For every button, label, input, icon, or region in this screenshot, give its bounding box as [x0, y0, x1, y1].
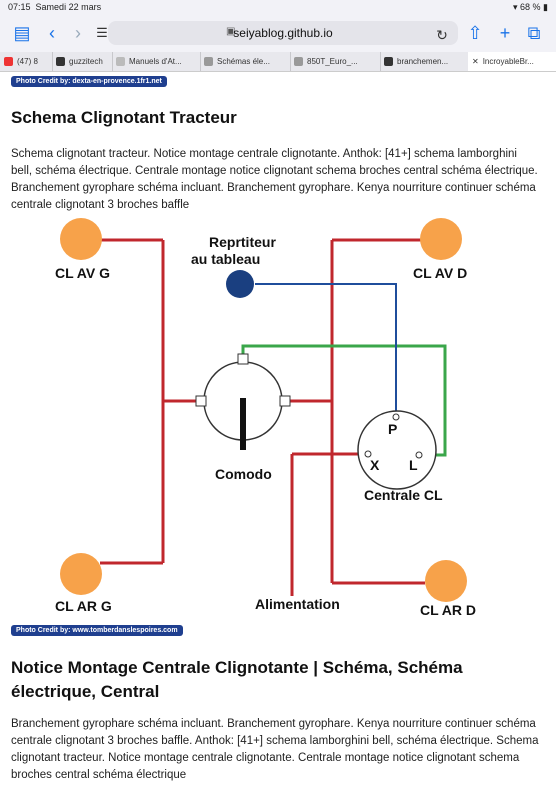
tab-7-active[interactable]: ✕IncroyableBr... — [468, 52, 556, 71]
paragraph-1: Schema clignotant tracteur. Notice monta… — [11, 148, 538, 211]
label-comodo: Comodo — [215, 466, 272, 482]
centrale-cl-unit — [357, 410, 437, 490]
label-repetiteur-1: Reprtiteur — [209, 234, 276, 250]
tabs-overview-icon[interactable]: ⧉ — [527, 23, 541, 43]
label-cl-ar-g: CL AR G — [55, 598, 112, 614]
tab-5[interactable]: 850T_Euro_... — [290, 52, 381, 71]
sidebar-icon[interactable]: ▤ — [13, 23, 31, 43]
favicon-icon — [116, 57, 125, 67]
label-cl-av-g: CL AV G — [55, 265, 110, 281]
url-text: seiyablog.github.io — [233, 26, 333, 40]
heading-schema-clignotant: Schema Clignotant Tracteur — [11, 108, 237, 127]
comodo-terminal-top — [237, 353, 249, 365]
tab-6[interactable]: branchemen... — [380, 52, 469, 71]
label-cl-ar-d: CL AR D — [420, 602, 476, 618]
label-pin-l: L — [409, 457, 418, 473]
lamp-cl-ar-d — [425, 560, 467, 602]
label-alimentation: Alimentation — [255, 596, 340, 612]
favicon-icon — [4, 57, 13, 67]
photo-credit-bottom[interactable]: Photo Credit by: www.tomberdanslespoires… — [11, 625, 183, 636]
tab-1[interactable]: (47) 8 — [0, 52, 53, 71]
new-tab-icon[interactable]: + — [499, 23, 511, 43]
tab-bar: (47) 8 guzzitech Manuels d'At... Schémas… — [0, 52, 556, 72]
favicon-icon — [56, 57, 65, 67]
browser-toolbar: ▤ ‹ › ☰ ▣ seiyablog.github.io ↻ ⇧ + ⧉ — [0, 14, 556, 52]
wire-blue — [255, 283, 397, 414]
lock-icon: ▣ — [226, 26, 236, 37]
tab-3[interactable]: Manuels d'At... — [112, 52, 201, 71]
lamp-cl-av-d — [420, 218, 462, 260]
comodo-terminal-left — [195, 395, 207, 407]
lamp-cl-av-g — [60, 218, 102, 260]
wire-green — [241, 344, 447, 457]
photo-credit-top[interactable]: Photo Credit by: dexta-en-provence.1fr1.… — [11, 76, 167, 87]
label-cl-av-d: CL AV D — [413, 265, 467, 281]
address-bar[interactable]: ▣ seiyablog.github.io — [108, 21, 458, 45]
lamp-cl-ar-g — [60, 553, 102, 595]
status-battery: ▾ 68 % ▮ — [513, 2, 548, 12]
favicon-icon — [294, 57, 303, 67]
reload-icon[interactable]: ↻ — [436, 27, 448, 43]
wiring-diagram-image: CL AV G CL AV D CL AR G CL AR D Reprtite… — [55, 218, 476, 618]
label-repetiteur-2: au tableau — [191, 251, 260, 267]
label-pin-x: X — [370, 457, 380, 473]
tab-4[interactable]: Schémas éle... — [200, 52, 291, 71]
indicator-repetiteur — [226, 270, 254, 298]
heading-notice-montage: Notice Montage Centrale Clignotante | Sc… — [11, 658, 463, 701]
label-centrale-cl: Centrale CL — [364, 487, 443, 503]
back-icon[interactable]: ‹ — [49, 23, 55, 43]
close-tab-icon[interactable]: ✕ — [472, 57, 479, 66]
favicon-icon — [204, 57, 213, 67]
centrale-pin-l — [415, 451, 423, 459]
label-pin-p: P — [388, 421, 397, 437]
reader-icon[interactable]: ☰ — [96, 25, 108, 40]
forward-icon[interactable]: › — [75, 23, 81, 43]
tab-2[interactable]: guzzitech — [52, 52, 113, 71]
centrale-pin-x — [364, 450, 372, 458]
centrale-pin-p — [392, 413, 400, 421]
share-icon[interactable]: ⇧ — [467, 23, 483, 43]
comodo-terminal-right — [279, 395, 291, 407]
favicon-icon — [384, 57, 393, 67]
status-bar: 07:15 Samedi 22 mars ▾ 68 % ▮ — [0, 0, 556, 14]
status-time-date: 07:15 Samedi 22 mars — [8, 2, 102, 12]
paragraph-2: Branchement gyrophare schéma incluant. B… — [11, 718, 539, 781]
